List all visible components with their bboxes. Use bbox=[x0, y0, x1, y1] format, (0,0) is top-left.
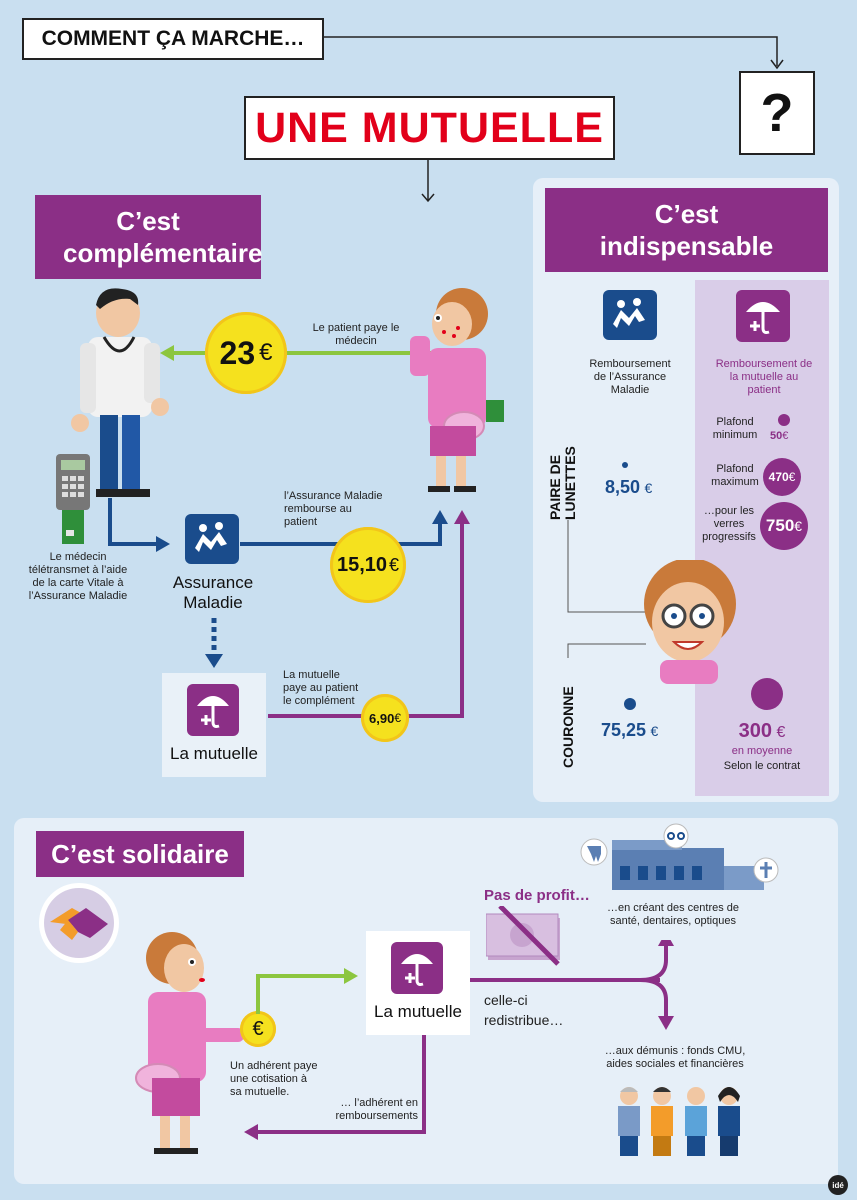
progressive-label: …pour les verres progressifs bbox=[702, 505, 756, 543]
euro-coin: € bbox=[240, 1011, 276, 1047]
plafond-max-unit: € bbox=[788, 470, 796, 484]
row-label-glasses-text: PAIRE DE LUNETTES bbox=[547, 446, 578, 520]
crown-mut-unit: € bbox=[776, 724, 786, 741]
umbrella-icon bbox=[197, 696, 229, 728]
patient-woman-illustration bbox=[410, 288, 504, 492]
mutuelle-label-section1: La mutuelle bbox=[170, 744, 258, 763]
how-it-works-box: COMMENT ÇA MARCHE… bbox=[22, 18, 324, 60]
health-centers-caption: …en créant des centres de santé, dentair… bbox=[606, 902, 740, 927]
section-complementaire-label: C’est complémentaire bbox=[63, 206, 263, 268]
progressive-circle: 750€ bbox=[760, 502, 808, 550]
title-box: UNE MUTUELLE bbox=[244, 96, 615, 160]
plafond-max-value: 470 bbox=[768, 470, 789, 484]
plafond-min-amount: 50€ bbox=[770, 430, 788, 442]
adherent-woman-illustration bbox=[135, 932, 244, 1154]
publisher-logo: idé bbox=[828, 1175, 848, 1195]
coin-am-unit: € bbox=[389, 554, 400, 575]
mutuelle-pays-caption: La mutuelle paye au patient le complémen… bbox=[283, 669, 359, 707]
header-connector-arrow bbox=[322, 36, 784, 70]
coin-doctor-payment: 23 € bbox=[205, 312, 287, 394]
euro-coin-symbol: € bbox=[252, 1017, 264, 1040]
coin-doctor-unit: € bbox=[259, 339, 273, 366]
am-column-header: Remboursement de l’Assurance Maladie bbox=[589, 358, 671, 396]
crown-mut-note2: Selon le contrat bbox=[723, 760, 801, 772]
coin-am-value: 15,10 bbox=[336, 553, 388, 576]
assurance-maladie-label: Assurance Maladie bbox=[172, 573, 254, 612]
progressive-unit: € bbox=[794, 518, 803, 534]
question-mark: ? bbox=[760, 83, 794, 143]
title-down-arrow bbox=[421, 158, 435, 203]
umbrella-icon bbox=[746, 302, 780, 334]
section-solidaire-title: C’est solidaire bbox=[36, 831, 244, 877]
group-of-people-illustration bbox=[618, 1087, 740, 1156]
umbrella-icon bbox=[401, 954, 433, 986]
running-figures-icon bbox=[613, 298, 645, 328]
mutuelle-column-bg bbox=[695, 280, 829, 796]
coin-doctor-value: 23 bbox=[219, 334, 256, 371]
crown-mut-dot bbox=[751, 678, 783, 710]
assurance-maladie-logo bbox=[185, 514, 239, 564]
patient-pays-caption: Le patient paye le médecin bbox=[312, 322, 400, 347]
coin-am-reimbursement: 15,10 € bbox=[330, 527, 406, 603]
question-box: ? bbox=[739, 71, 815, 155]
crown-am-unit: € bbox=[650, 723, 659, 739]
flow-lines-section3 bbox=[244, 940, 674, 1140]
needy-caption: …aux démunis : fonds CMU, aides sociales… bbox=[604, 1045, 746, 1070]
mutuelle-logo-indispensable bbox=[736, 290, 790, 342]
crown-am-dot bbox=[624, 698, 636, 710]
glasses-am-value: 8,50 bbox=[605, 477, 641, 497]
flow-lines-section1 bbox=[108, 345, 470, 718]
handshake-icon bbox=[39, 883, 119, 963]
crown-mut-amount: 300 € bbox=[712, 720, 812, 743]
to-member-caption: … l’adhérent en remboursements bbox=[335, 1097, 418, 1122]
publisher-logo-text: idé bbox=[832, 1180, 844, 1190]
am-reimburses-caption: l’Assurance Maladie rembourse au patient bbox=[284, 490, 383, 528]
plafond-min-label: Plafond minimum bbox=[712, 416, 758, 441]
plafond-max-label: Plafond maximum bbox=[711, 463, 759, 488]
running-figures-icon bbox=[195, 522, 227, 552]
indispensable-connectors bbox=[567, 520, 646, 658]
progressive-value: 750 bbox=[765, 516, 795, 535]
card-reader-icon bbox=[56, 454, 90, 544]
am-logo-indispensable bbox=[603, 290, 657, 340]
mutuelle-logo-section1 bbox=[187, 684, 239, 736]
crown-mut-value: 300 bbox=[738, 720, 772, 742]
coin-mutuelle-value: 6,90 bbox=[369, 710, 395, 726]
crown-mut-note1: en moyenne bbox=[731, 745, 793, 757]
doctor-illustration bbox=[71, 288, 169, 497]
crown-am-value: 75,25 bbox=[601, 720, 647, 740]
glasses-am-dot bbox=[622, 462, 628, 468]
glasses-am-unit: € bbox=[644, 480, 653, 496]
section-complementaire-title: C’est complémentaire bbox=[35, 195, 263, 279]
adherent-caption: Un adhérent paye une cotisation à sa mut… bbox=[230, 1060, 318, 1098]
health-center-building-icon bbox=[580, 823, 779, 890]
plafond-min-unit: € bbox=[782, 430, 789, 442]
redistributes-label: celle-ci redistribue… bbox=[484, 992, 564, 1028]
how-it-works-label: COMMENT ÇA MARCHE… bbox=[41, 27, 305, 50]
teletransmission-caption: Le médecin télétransmet à l’aide de la c… bbox=[28, 551, 128, 602]
mutuelle-column-header: Remboursement de la mutuelle au patient bbox=[715, 358, 813, 396]
no-profit-label: Pas de profit… bbox=[484, 887, 590, 904]
plafond-min-dot bbox=[778, 414, 790, 426]
woman-with-glasses-illustration bbox=[644, 560, 736, 684]
plafond-min-value: 50 bbox=[770, 430, 783, 442]
mutuelle-label-section3: La mutuelle bbox=[374, 1002, 462, 1021]
mutuelle-logo-section3 bbox=[391, 942, 443, 994]
glasses-am-amount: 8,50 € bbox=[605, 477, 652, 498]
crossed-banknote-icon bbox=[486, 906, 560, 966]
section-solidaire-label: C’est solidaire bbox=[51, 838, 229, 869]
coin-mutuelle-unit: € bbox=[394, 711, 401, 725]
plafond-max-circle: 470€ bbox=[763, 458, 801, 496]
section-indispensable-label: C’est indispensable bbox=[599, 199, 774, 261]
coin-mutuelle-complement: 6,90 € bbox=[361, 694, 409, 742]
crown-am-amount: 75,25 € bbox=[601, 720, 658, 741]
section-indispensable-title: C’est indispensable bbox=[545, 188, 828, 272]
row-label-crown-text: COURONNE bbox=[560, 686, 576, 768]
page-title: UNE MUTUELLE bbox=[255, 103, 604, 152]
